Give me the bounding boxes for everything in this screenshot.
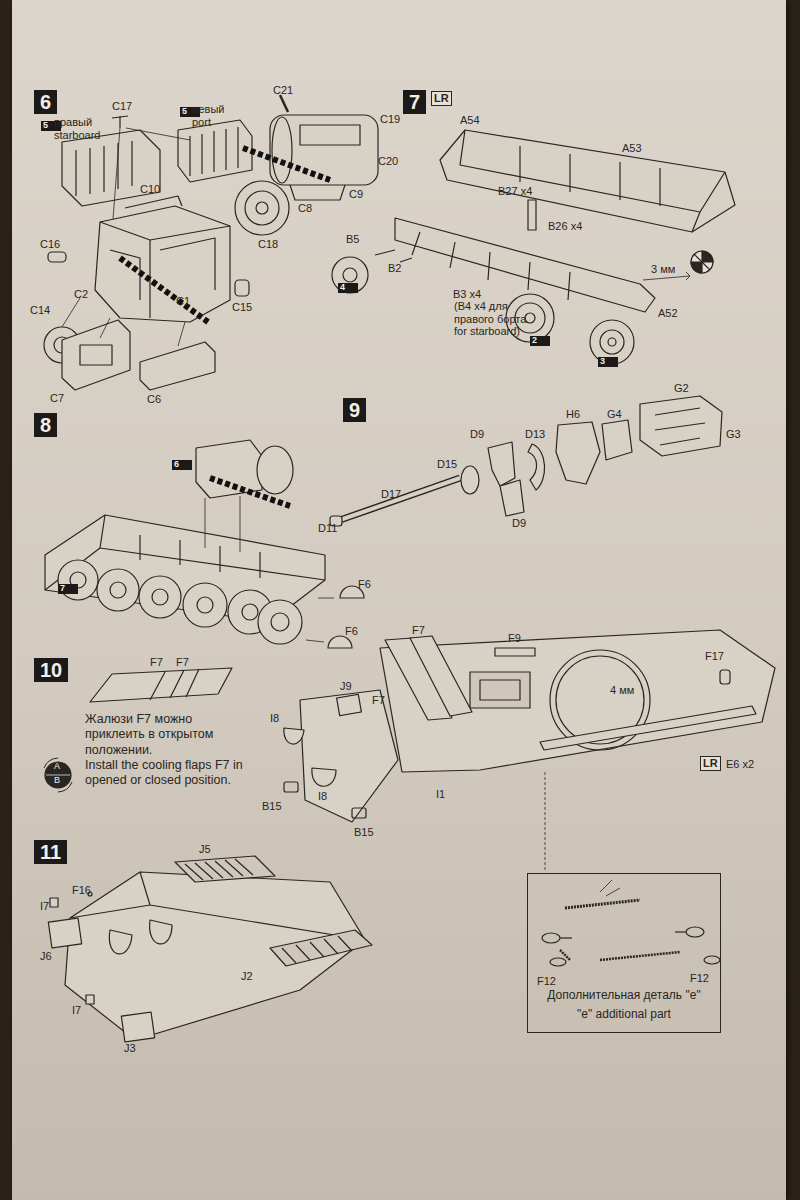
part-number: D17 [381,488,401,501]
part-number: A52 [658,307,678,320]
version-badge: LR [700,756,721,771]
part-number: G4 [607,408,622,421]
step-number: 9 [343,398,366,422]
part-number: B27 x4 [498,185,532,198]
part-number: D9 [512,517,526,530]
part-number: B15 [262,800,282,813]
part-number: I1 [436,788,445,801]
step-number: 10 [34,658,68,682]
part-number: C14 [30,304,50,317]
part-number: I7 [40,900,49,913]
part-number: F6 [345,625,358,638]
part-number: C1 [176,295,190,308]
step-label: 3 [600,357,616,367]
part-number: G3 [726,428,741,441]
step-label: 6 [40,91,51,113]
part-number: C2 [74,288,88,301]
part-number: D11 [318,522,337,535]
part-number: F7 [176,656,189,669]
part-number: B2 [388,262,401,275]
callout-number: 4 [338,283,358,293]
step-label: 10 [40,659,62,681]
part-number: C10 [140,183,160,196]
part-number: F7 [412,624,425,637]
note-text: правый starboard [54,116,100,141]
part-number: D13 [525,428,545,441]
part-number: C16 [40,238,60,251]
part-number: F16 [72,884,91,897]
note-text: Дополнительная деталь "e" [547,988,700,1003]
part-number: I8 [318,790,327,803]
part-number: F12 [537,975,556,988]
part-number: C6 [147,393,161,406]
dimension: 4 мм [610,684,634,697]
part-number: I8 [270,712,279,725]
symbol-letter: A [54,762,60,771]
part-number: C8 [298,202,312,215]
callout-number: 3 [598,357,618,367]
step-number: 8 [34,413,57,437]
step-label: 9 [349,399,360,421]
part-number: F7 [372,694,385,707]
step-label: 7 [60,584,76,594]
part-number: C7 [50,392,64,405]
symbol-letter: B [54,776,60,785]
part-number: C17 [112,100,132,113]
part-number: C15 [232,301,252,314]
part-number: C9 [349,188,363,201]
step-label: 8 [40,414,51,436]
step-label: 4 [340,283,356,293]
part-number: J6 [40,950,52,963]
part-number: F7 [150,656,163,669]
part-number: B3 x4 [453,288,481,301]
step-label: 2 [532,336,548,346]
part-number: F17 [705,650,724,663]
step-number: 11 [34,840,67,864]
note-text: (B4 x4 для правого борта for starboard) [454,300,532,338]
part-number: C21 [273,84,293,97]
version-badge: LR [431,91,452,106]
part-number: B26 x4 [548,220,582,233]
part-number: E6 x2 [726,758,754,771]
dimension: 3 мм [651,263,675,276]
step-label: 6 [174,460,190,470]
step-label: 7 [409,91,420,113]
part-number: D15 [437,458,457,471]
part-number: F6 [358,578,371,591]
part-number: B15 [354,826,374,839]
part-number: J9 [340,680,352,693]
note-text: Жалюзи F7 можно приклеить в открытом пол… [85,712,245,758]
note-text: левый port [192,103,232,128]
part-number: F9 [508,632,521,645]
callout-number: 2 [530,336,550,346]
part-number: H6 [566,408,580,421]
detail-inset: Дополнительная деталь "e" "e" additional … [527,873,721,1033]
part-number: J3 [124,1042,136,1055]
part-number: F12 [690,972,709,985]
part-number: A54 [460,114,480,127]
note-text: "e" additional part [577,1007,671,1022]
part-number: A53 [622,142,642,155]
step-number: 6 [34,90,57,114]
part-number: B5 [346,233,359,246]
part-number: C20 [378,155,398,168]
note-text: Install the cooling flaps F7 in opened o… [85,758,263,789]
part-number: G2 [674,382,689,395]
callout-number: 6 [172,460,192,470]
part-number: J2 [241,970,253,983]
step-number: 7 [403,90,426,114]
part-number: C18 [258,238,278,251]
step-label: 11 [40,841,61,863]
part-number: J5 [199,843,211,856]
part-number: D9 [470,428,484,441]
part-number: C19 [380,113,400,126]
part-number: I7 [72,1004,81,1017]
callout-number: 7 [58,584,78,594]
